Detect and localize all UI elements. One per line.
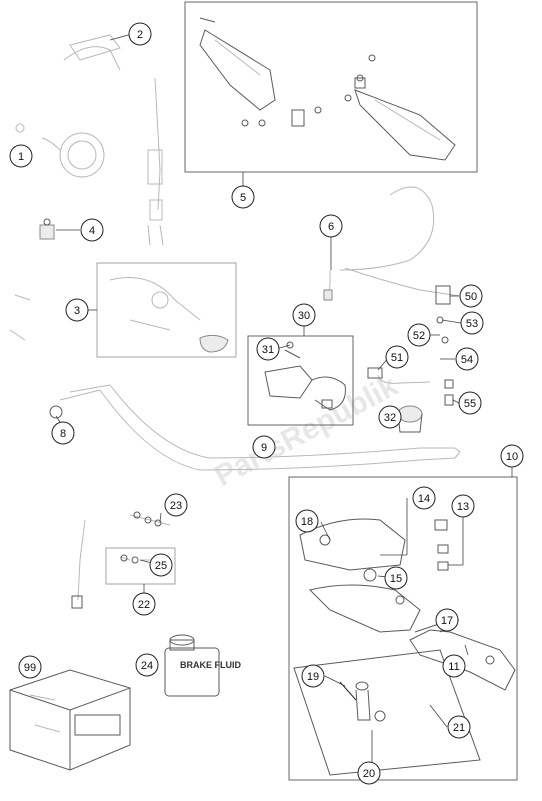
callout-11[interactable]: 11 (442, 654, 466, 678)
clamp-part-8 (49, 405, 63, 419)
callout-52[interactable]: 52 (407, 323, 431, 347)
grip-part (69, 34, 164, 246)
callout-label: 50 (465, 291, 477, 303)
callout-label: 25 (155, 560, 167, 572)
callout-label: 30 (298, 310, 310, 322)
callout-label: 55 (464, 398, 476, 410)
lever-part-left (9, 294, 31, 341)
handguard-left-part (199, 17, 322, 127)
group-box-brake-master (288, 476, 518, 781)
callout-31[interactable]: 31 (256, 337, 280, 361)
group-box-handguards (184, 1, 478, 173)
throttle-assembly-part (109, 277, 229, 353)
callout-8[interactable]: 8 (51, 421, 75, 445)
callout-label: 5 (240, 192, 246, 204)
callout-50[interactable]: 50 (459, 284, 483, 308)
callout-label: 14 (418, 493, 430, 505)
callout-label: 10 (506, 451, 518, 463)
callout-19[interactable]: 19 (301, 664, 325, 688)
callout-label: 22 (138, 599, 150, 611)
callout-99[interactable]: 99 (18, 655, 42, 679)
cable-part-6 (323, 186, 461, 301)
brake-hose-part (71, 511, 171, 609)
callout-5[interactable]: 5 (231, 185, 255, 209)
brake-fluid-bottle-part: BRAKE FLUID (164, 634, 241, 697)
clutch-hose-part (367, 285, 454, 406)
clamp-part-4 (39, 218, 55, 240)
brake-master-cylinder-part (299, 518, 449, 633)
callout-label: 13 (457, 501, 469, 513)
callout-20[interactable]: 20 (357, 761, 381, 785)
callout-2[interactable]: 2 (128, 22, 152, 46)
callout-label: 23 (170, 500, 182, 512)
callout-3[interactable]: 3 (65, 298, 89, 322)
callout-label: 54 (461, 354, 473, 366)
callout-21[interactable]: 21 (447, 715, 471, 739)
callout-label: 4 (89, 225, 95, 237)
callout-13[interactable]: 13 (451, 494, 475, 518)
leader-lines (55, 33, 513, 762)
callout-label: 2 (137, 29, 143, 41)
callout-label: 53 (466, 318, 478, 330)
callout-label: 17 (441, 615, 453, 627)
callout-23[interactable]: 23 (164, 493, 188, 517)
clutch-master-cylinder-part (264, 341, 346, 411)
storage-case-part (9, 669, 131, 771)
callout-label: 15 (390, 573, 402, 585)
callout-15[interactable]: 15 (384, 566, 408, 590)
callout-label: 24 (141, 660, 153, 672)
callout-label: 11 (448, 661, 459, 673)
callout-label: 52 (413, 330, 425, 342)
callout-label: 8 (60, 428, 66, 440)
callout-4[interactable]: 4 (80, 218, 104, 242)
callout-9[interactable]: 9 (252, 435, 276, 459)
group-box-kit-25 (105, 547, 176, 585)
callout-label: 9 (261, 442, 267, 454)
callout-53[interactable]: 53 (460, 311, 484, 335)
callout-label: 18 (301, 516, 313, 528)
callout-17[interactable]: 17 (435, 608, 459, 632)
callouts: 1 2 3 4 5 6 8 9 10 11 13 14 15 17 18 19 … (9, 22, 524, 785)
callout-label: 32 (384, 412, 396, 424)
callout-51[interactable]: 51 (385, 345, 409, 369)
callout-6[interactable]: 6 (319, 214, 343, 238)
callout-30[interactable]: 30 (292, 303, 316, 327)
callout-label: 3 (74, 305, 80, 317)
handlebar-switch-part (15, 46, 121, 178)
callout-32[interactable]: 32 (378, 405, 402, 429)
callout-14[interactable]: 14 (412, 486, 436, 510)
callout-25[interactable]: 25 (149, 553, 173, 577)
callout-18[interactable]: 18 (295, 509, 319, 533)
callout-55[interactable]: 55 (458, 391, 482, 415)
clutch-reservoir-part (397, 405, 423, 433)
callout-label: 51 (391, 352, 403, 364)
callout-label: 1 (18, 151, 24, 163)
callout-22[interactable]: 22 (132, 592, 156, 616)
callout-label: 21 (453, 722, 465, 734)
callout-1[interactable]: 1 (9, 144, 33, 168)
callout-label: 20 (363, 768, 375, 780)
callout-24[interactable]: 24 (135, 653, 159, 677)
handguard-right-part (344, 54, 456, 161)
brake-fluid-label: BRAKE FLUID (180, 660, 241, 670)
callout-label: 31 (262, 344, 274, 356)
callout-label: 6 (328, 221, 334, 233)
handlebar-part (59, 384, 461, 471)
callout-label: 19 (307, 671, 319, 683)
group-box-clutch-master (247, 335, 354, 426)
brake-lever-part (409, 621, 516, 691)
callout-10[interactable]: 10 (500, 444, 524, 468)
callout-54[interactable]: 54 (455, 347, 479, 371)
callout-label: 99 (24, 662, 36, 674)
